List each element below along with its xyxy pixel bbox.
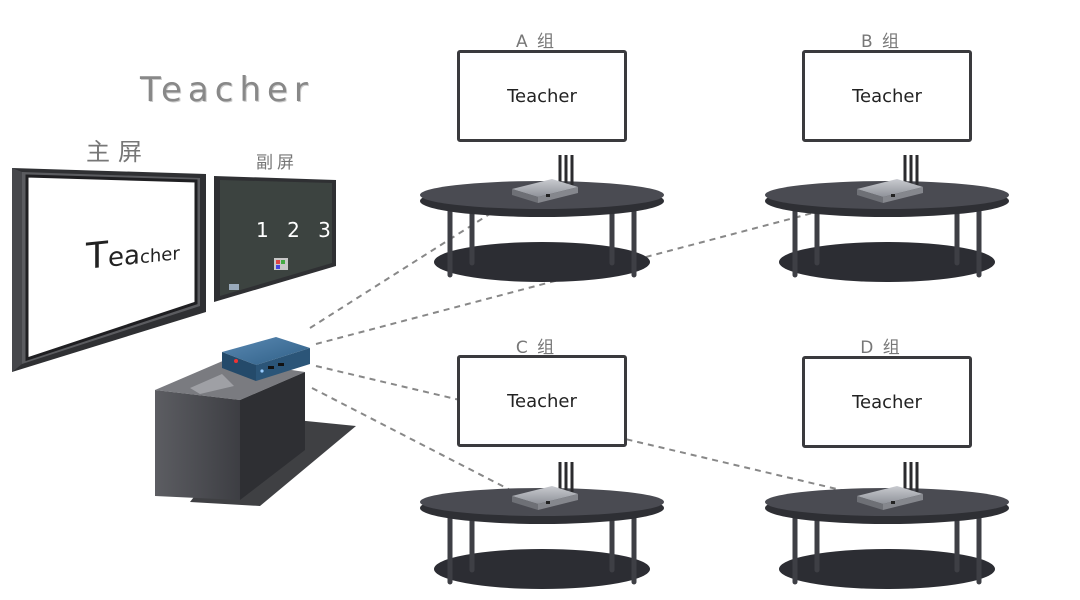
link-to-group-a xyxy=(309,195,519,329)
group-b-monitor: Teacher xyxy=(802,50,972,142)
group-b-receiver-device xyxy=(857,179,923,203)
group-b-table xyxy=(765,155,1009,282)
group-b-label: B 组 xyxy=(860,32,902,52)
teacher-title: Teacher xyxy=(140,70,314,110)
group-c-label: C 组 xyxy=(515,338,557,358)
group-c-monitor-text: Teacher xyxy=(507,390,577,412)
group-d-monitor-text: Teacher xyxy=(852,391,922,413)
podium xyxy=(155,360,356,506)
table-shadow xyxy=(434,549,650,589)
group-a-label: A 组 xyxy=(515,32,557,52)
table-shadow xyxy=(779,242,995,282)
table-shadow xyxy=(434,242,650,282)
main-screen-label: 主屏 xyxy=(86,138,150,166)
group-c-table xyxy=(420,462,664,589)
group-tables xyxy=(420,155,1009,589)
group-d-table xyxy=(765,462,1009,589)
teacher-hub-device xyxy=(222,337,310,381)
sub-screen-menu-icon xyxy=(229,284,239,290)
group-c-monitor: Teacher xyxy=(457,355,627,447)
main-screen-letters-cher: cher xyxy=(139,243,180,269)
main-screen-letter-t: T xyxy=(86,234,108,278)
main-screen-letters-ea: ea xyxy=(108,240,140,274)
group-d-monitor: Teacher xyxy=(802,356,972,448)
group-a-monitor: Teacher xyxy=(457,50,627,142)
group-d-label: D 组 xyxy=(860,338,902,358)
sub-screen-label: 副屏 xyxy=(256,153,298,173)
link-to-group-c xyxy=(311,387,519,495)
table-shadow xyxy=(779,549,995,589)
group-a-table xyxy=(420,155,664,282)
group-d-receiver-device xyxy=(857,486,923,510)
group-a-receiver-device xyxy=(512,179,578,203)
main-screen xyxy=(12,168,206,372)
group-b-monitor-text: Teacher xyxy=(852,85,922,107)
group-a-monitor-text: Teacher xyxy=(507,85,577,107)
sub-screen xyxy=(214,176,336,302)
group-c-receiver-device xyxy=(512,486,578,510)
sub-screen-handwriting: 1 2 3 2 xyxy=(256,218,368,242)
